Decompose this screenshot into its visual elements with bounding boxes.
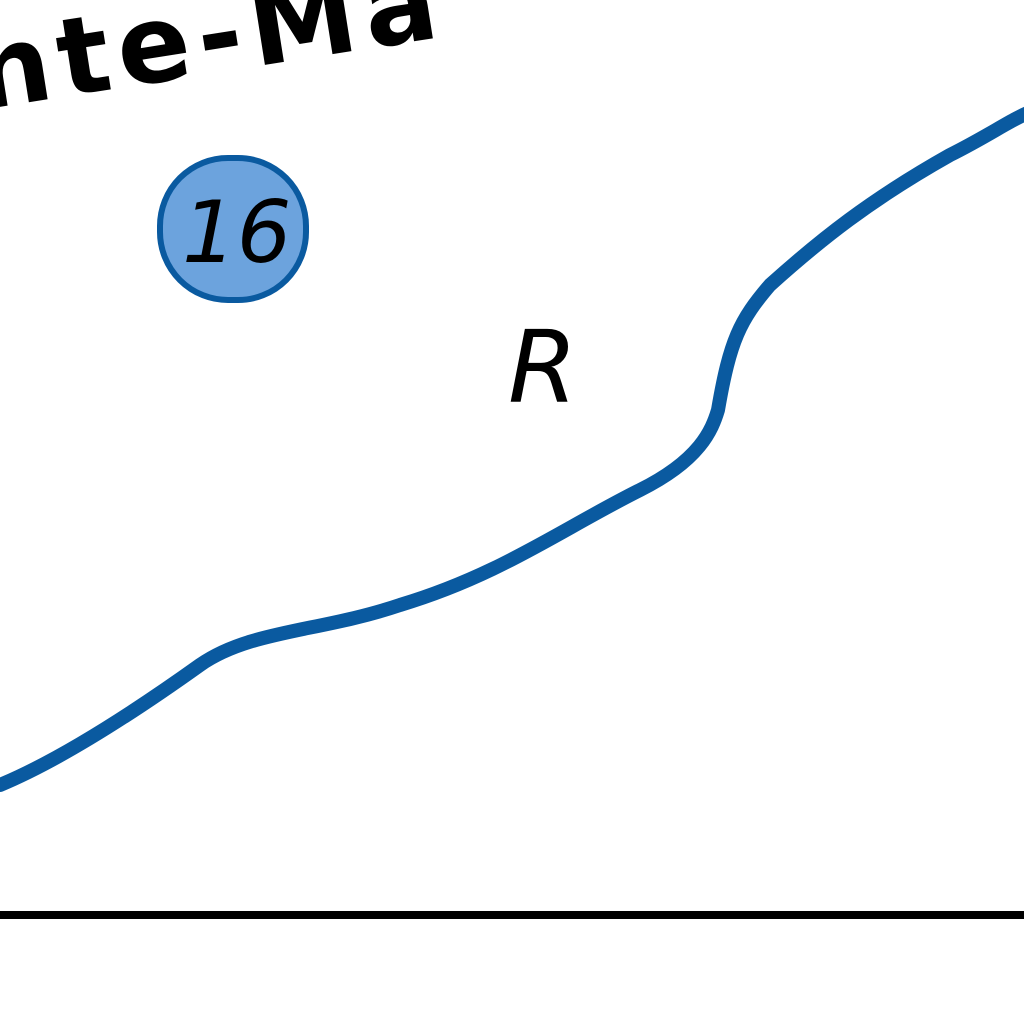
region-label: R xyxy=(508,309,577,426)
road-line[interactable] xyxy=(0,106,1024,792)
route-badge[interactable]: 16 xyxy=(157,155,309,303)
route-badge-shape xyxy=(157,155,309,303)
place-name-label: nte-Ma xyxy=(0,0,453,136)
route-badge-number: 16 xyxy=(182,183,291,283)
